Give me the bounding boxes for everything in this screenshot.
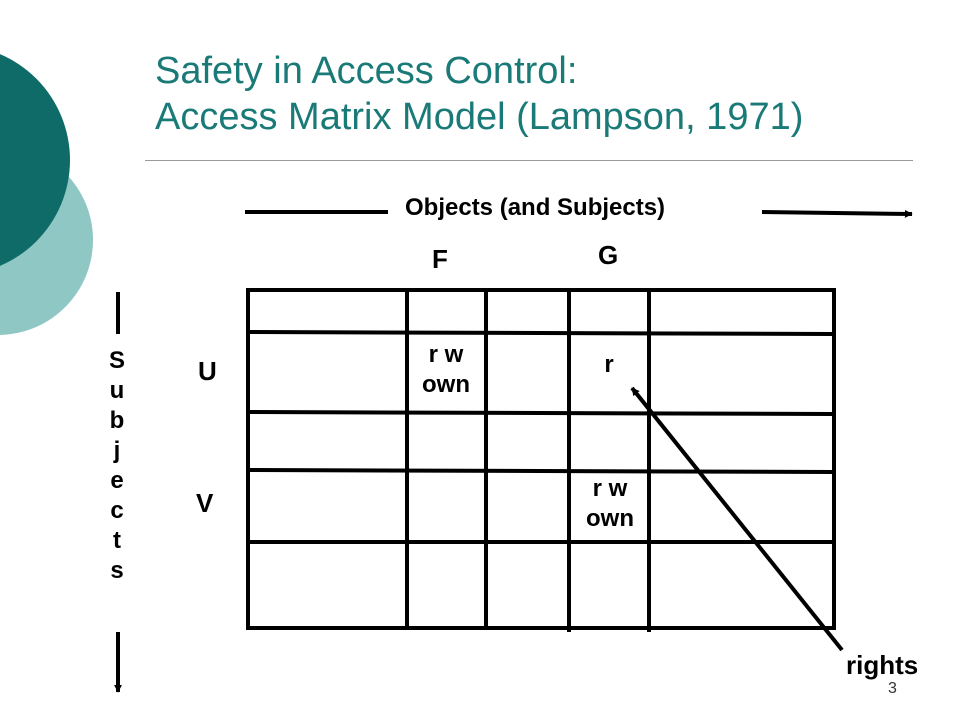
subjects-axis-label: S u b j e c t s: [102, 346, 132, 586]
grid-hline-1: [247, 330, 835, 336]
subjects-letter: e: [110, 467, 124, 494]
cell-right: r w: [428, 341, 464, 368]
subjects-letter: b: [109, 407, 125, 434]
slide-title: Safety in Access Control: Access Matrix …: [155, 48, 803, 140]
subjects-letter: c: [110, 497, 124, 524]
grid-hline-3: [247, 468, 835, 474]
objects-arrow-right: [761, 209, 913, 218]
row-label-v: V: [196, 488, 214, 518]
title-line-2: Access Matrix Model (Lampson, 1971): [155, 96, 804, 138]
title-divider: [145, 160, 913, 161]
cell-right: r w: [592, 475, 628, 502]
slide-number: 3: [888, 680, 897, 697]
cell-right: r: [604, 351, 614, 378]
grid-hline-2: [247, 410, 835, 416]
cell-right: own: [586, 505, 634, 532]
subjects-letter: j: [113, 437, 121, 464]
row-label-u: U: [198, 356, 217, 386]
column-label-f: F: [432, 244, 448, 274]
subjects-letter: u: [109, 377, 125, 404]
subjects-letter: s: [110, 557, 124, 584]
matrix-border: [246, 288, 836, 630]
objects-axis-label: Objects (and Subjects): [405, 194, 666, 221]
rights-pointer-arrow: [630, 386, 844, 652]
access-matrix-grid: [246, 288, 836, 632]
title-line-1: Safety in Access Control:: [155, 50, 578, 92]
decor-circle-dark: [0, 54, 70, 266]
matrix-cell-u-g: r: [570, 350, 648, 380]
column-label-g: G: [598, 240, 619, 270]
matrix-cell-u-f: r w own: [405, 340, 487, 400]
subjects-letter: S: [108, 347, 125, 374]
subjects-letter: t: [113, 527, 121, 554]
matrix-cell-v-g: r w own: [562, 474, 658, 534]
cell-right: own: [422, 371, 470, 398]
rights-label: rights: [846, 650, 919, 680]
